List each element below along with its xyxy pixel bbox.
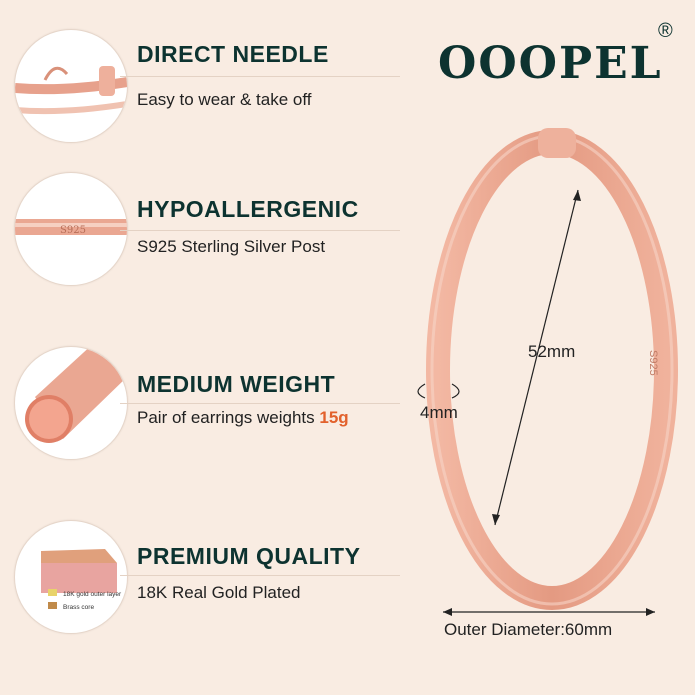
feature-subtitle: S925 Sterling Silver Post	[137, 237, 326, 256]
height-label: 52mm	[528, 342, 576, 361]
thickness-label: 4mm	[420, 403, 458, 422]
premium-quality-image: 18K gold outer layer Brass core	[14, 520, 128, 634]
brass-core-swatch	[48, 602, 57, 609]
clasp	[538, 128, 576, 158]
divider	[120, 575, 400, 576]
stamp-text: S925	[60, 225, 86, 236]
feature-title-hypoallergenic: HYPOALLERGENIC	[137, 196, 359, 222]
feature-subtitle: Pair of earrings weights 15g	[137, 408, 349, 428]
feature-title-medium-weight: MEDIUM WEIGHT	[137, 371, 336, 397]
legend-brass: Brass core	[63, 604, 94, 611]
diameter-label: Outer Diameter:60mm	[444, 620, 613, 639]
legend-gold: 18K gold outer layer	[63, 591, 122, 598]
divider	[120, 403, 400, 404]
registered-mark: ®	[658, 20, 673, 42]
weight-highlight: 15g	[319, 408, 349, 427]
subtitle-text: Pair of earrings weights	[137, 408, 320, 427]
feature-title-direct-needle: DIRECT NEEDLE	[137, 41, 329, 67]
medium-weight-image	[14, 346, 128, 460]
hoop-clasp-icon	[15, 66, 127, 115]
direct-needle-image	[14, 29, 128, 143]
hoop	[426, 130, 678, 610]
hoop-stamp: S925	[647, 350, 659, 376]
feature-title-premium-quality: PREMIUM QUALITY	[137, 543, 361, 569]
feature-subtitle: Easy to wear & take off	[137, 90, 312, 109]
s925-post-icon: S925	[15, 219, 127, 236]
divider	[120, 230, 400, 231]
gold-layer-swatch	[48, 589, 57, 596]
brand-logo: OOOPEL	[438, 38, 663, 89]
layers-icon: 18K gold outer layer Brass core	[41, 549, 122, 611]
divider	[120, 76, 400, 77]
feature-subtitle: 18K Real Gold Plated	[137, 583, 301, 602]
hypoallergenic-image: S925	[14, 172, 128, 286]
tube-cross-section-icon	[25, 347, 127, 443]
